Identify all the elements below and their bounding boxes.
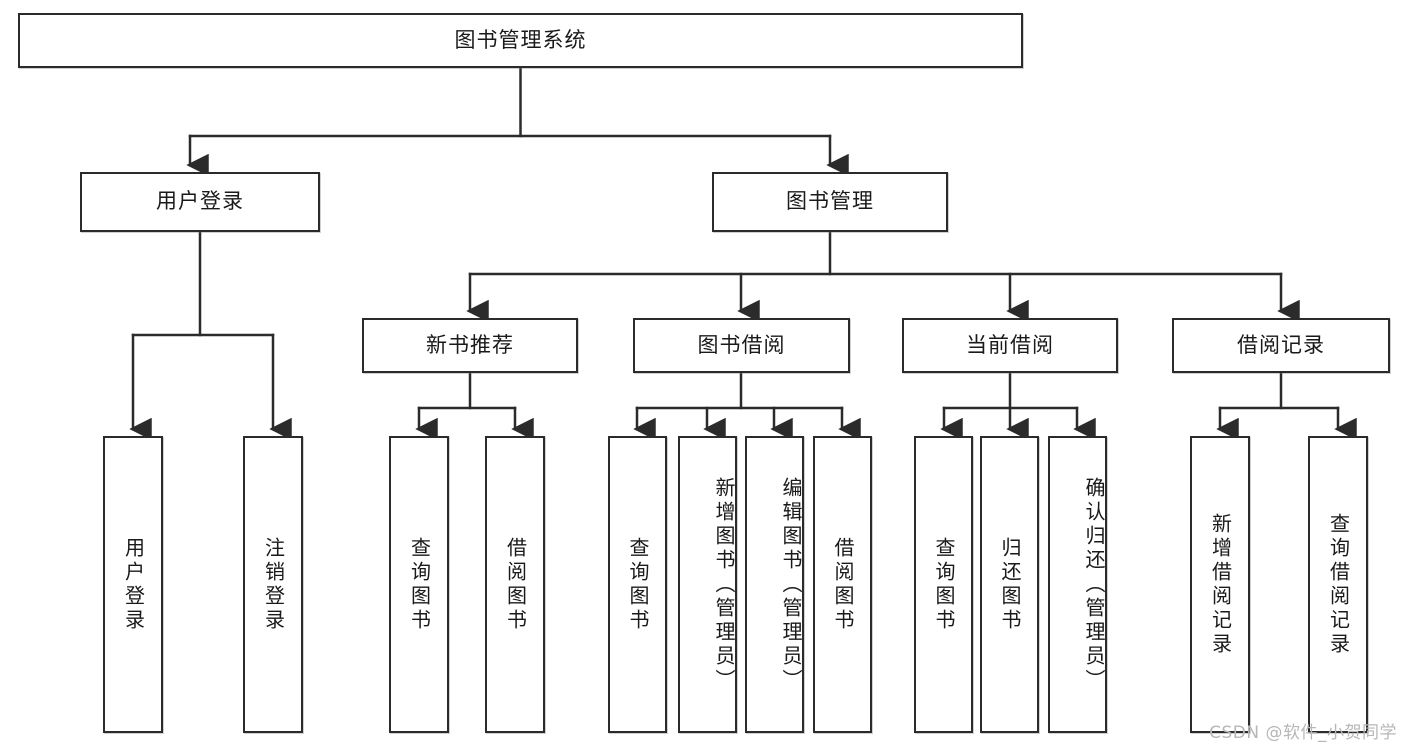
node-user-login-label: 用户登录 <box>156 189 244 214</box>
node-leaf-return-book[interactable]: 归还图书 <box>980 436 1039 733</box>
node-leaf-confirm-return-admin-label: 确认归还（管理员） <box>1082 476 1106 693</box>
node-leaf-edit-book-admin-label: 编辑图书（管理员） <box>779 476 803 693</box>
node-leaf-confirm-return-admin[interactable]: 确认归还（管理员） <box>1048 436 1107 733</box>
node-leaf-borrow-book-1-label: 借阅图书 <box>503 536 528 633</box>
node-leaf-add-book-admin-label: 新增图书（管理员） <box>712 476 736 693</box>
node-current-borrow-label: 当前借阅 <box>966 332 1054 357</box>
node-leaf-add-book-admin[interactable]: 新增图书（管理员） <box>678 436 737 733</box>
node-leaf-query-book-3-label: 查询图书 <box>932 536 956 633</box>
node-leaf-borrow-book-1[interactable]: 借阅图书 <box>485 436 545 733</box>
node-leaf-user-login[interactable]: 用户登录 <box>103 436 163 733</box>
node-leaf-add-borrow-record[interactable]: 新增借阅记录 <box>1190 436 1250 733</box>
node-leaf-add-borrow-record-label: 新增借阅记录 <box>1208 512 1233 657</box>
node-leaf-query-book-2[interactable]: 查询图书 <box>608 436 667 733</box>
node-leaf-query-borrow-record[interactable]: 查询借阅记录 <box>1308 436 1368 733</box>
node-borrow-record-label: 借阅记录 <box>1237 332 1325 357</box>
node-leaf-query-book-2-label: 查询图书 <box>626 536 650 633</box>
node-root[interactable]: 图书管理系统 <box>18 13 1023 68</box>
node-leaf-query-book-1[interactable]: 查询图书 <box>389 436 449 733</box>
node-leaf-logout[interactable]: 注销登录 <box>243 436 303 733</box>
node-leaf-edit-book-admin[interactable]: 编辑图书（管理员） <box>745 436 804 733</box>
node-user-login[interactable]: 用户登录 <box>80 172 320 232</box>
node-borrow-record[interactable]: 借阅记录 <box>1172 318 1390 373</box>
node-leaf-query-book-1-label: 查询图书 <box>407 536 432 633</box>
node-new-book-recommend-label: 新书推荐 <box>426 332 514 357</box>
node-current-borrow[interactable]: 当前借阅 <box>902 318 1118 373</box>
node-leaf-logout-label: 注销登录 <box>261 536 286 633</box>
node-book-manage[interactable]: 图书管理 <box>712 172 948 232</box>
node-leaf-query-borrow-record-label: 查询借阅记录 <box>1326 512 1351 657</box>
node-book-borrow-label: 图书借阅 <box>697 332 786 357</box>
watermark: CSDN @软件_小贺同学 <box>1209 723 1397 743</box>
node-root-label: 图书管理系统 <box>454 27 587 52</box>
node-leaf-user-login-label: 用户登录 <box>121 536 146 633</box>
node-book-manage-label: 图书管理 <box>786 189 874 214</box>
node-leaf-return-book-label: 归还图书 <box>998 536 1022 633</box>
node-book-borrow[interactable]: 图书借阅 <box>633 318 850 373</box>
node-new-book-recommend[interactable]: 新书推荐 <box>362 318 578 373</box>
node-leaf-borrow-book-2-label: 借阅图书 <box>831 536 855 633</box>
node-leaf-query-book-3[interactable]: 查询图书 <box>914 436 973 733</box>
node-leaf-borrow-book-2[interactable]: 借阅图书 <box>813 436 872 733</box>
